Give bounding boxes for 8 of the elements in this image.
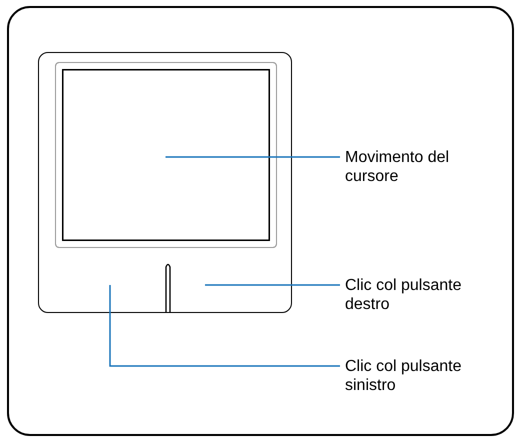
callout-text: Movimento del cursore <box>345 148 477 186</box>
callout-text: Clic col pulsante sinistro <box>345 357 477 395</box>
leader-line <box>109 285 340 367</box>
leader-line <box>166 156 340 158</box>
callout-text: Clic col pulsante destro <box>345 276 477 314</box>
touch-surface <box>54 62 276 248</box>
leader-line <box>205 284 340 286</box>
touchpad-outline <box>38 52 292 313</box>
